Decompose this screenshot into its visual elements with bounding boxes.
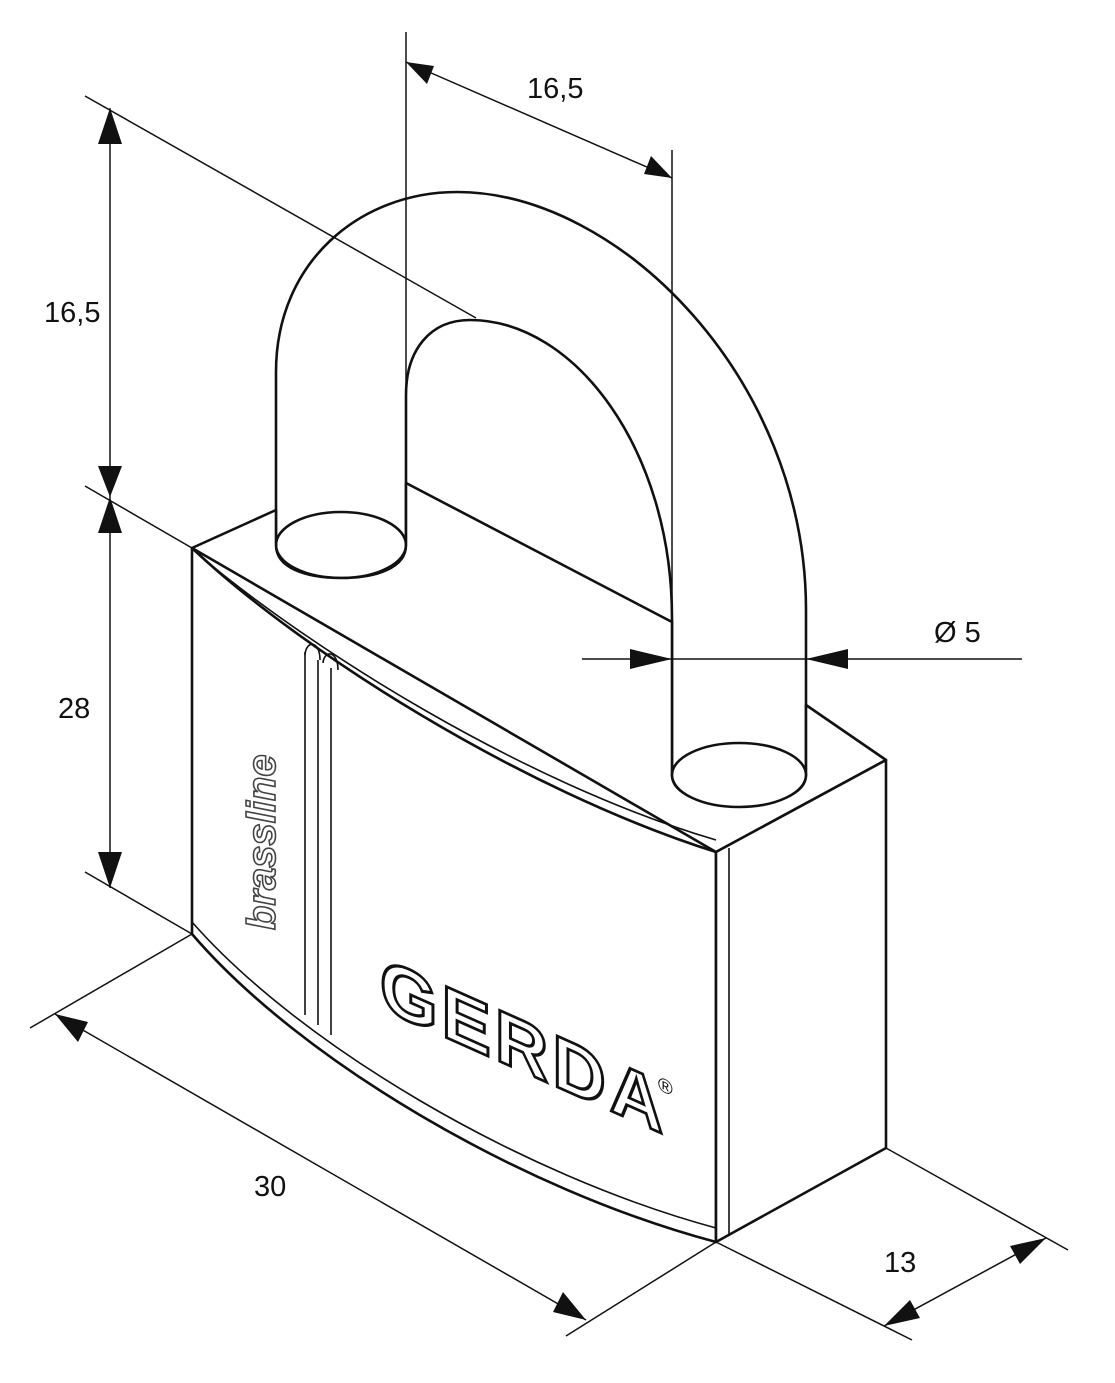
front-bottom-bevel bbox=[191, 921, 717, 1229]
dim-shackle-diameter: Ø 5 bbox=[582, 617, 1022, 669]
groove-top-curl bbox=[304, 643, 339, 671]
front-bevel-line bbox=[199, 555, 717, 841]
shackle-inner-edge bbox=[405, 319, 673, 619]
shackle bbox=[274, 190, 808, 777]
dim-body-width: 30 bbox=[29, 933, 717, 1337]
dim-body-width-label: 30 bbox=[254, 1171, 286, 1203]
shackle-left-leg-end bbox=[274, 510, 408, 580]
lock-body bbox=[190, 481, 888, 1244]
dim-shackle-diameter-label: Ø 5 bbox=[934, 617, 981, 649]
shackle-right-leg-end bbox=[670, 741, 808, 809]
dim-body-depth: 13 bbox=[715, 1147, 1069, 1341]
dim-shackle-width-label: 16,5 bbox=[527, 73, 583, 105]
dim-body-depth-label: 13 bbox=[884, 1247, 916, 1279]
dim-shackle-width: 16,5 bbox=[405, 32, 673, 622]
dim-body-height-label: 28 bbox=[58, 693, 90, 725]
dim-body-height: 28 bbox=[58, 485, 193, 935]
dim-shackle-height: 16,5 bbox=[44, 95, 477, 497]
body-engraving-text: brassline bbox=[240, 754, 284, 930]
dim-shackle-height-label: 16,5 bbox=[44, 297, 100, 329]
logo-registered-mark: ® bbox=[658, 1073, 673, 1102]
